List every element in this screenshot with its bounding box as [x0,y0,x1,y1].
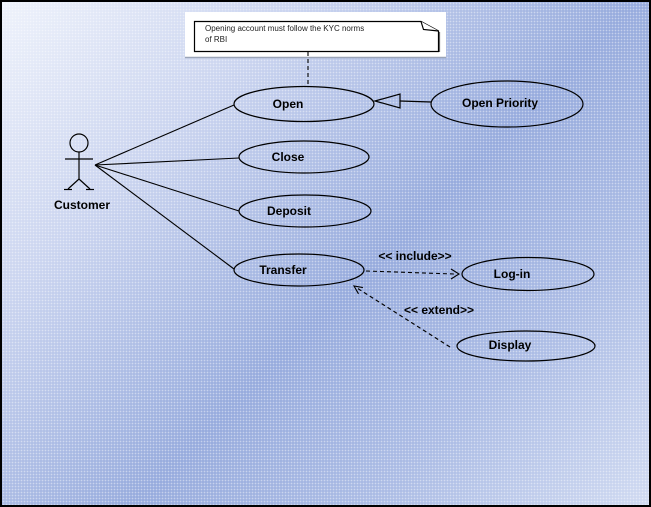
association-customer-open[interactable] [94,104,235,166]
note-fold-icon [420,21,439,32]
usecase-display-label: Display [488,338,532,352]
include-arrowhead-icon [450,268,461,280]
extend-arrowhead-icon [352,285,363,295]
extend-stereotype-label: << extend>> [403,303,475,317]
association-customer-transfer[interactable] [94,164,235,270]
usecase-open-priority-label: Open Priority [461,96,538,110]
usecase-deposit-ellipse[interactable] [238,194,372,228]
extend-dependency-line[interactable] [356,287,451,348]
include-dependency-line[interactable] [365,270,455,275]
generalization-triangle-icon [372,93,401,109]
note-text: Opening account must follow the KYC norm… [205,23,435,45]
generalization-open-priority-open[interactable] [399,100,432,103]
usecase-login-ellipse[interactable] [461,256,595,292]
actor-customer-label: Customer [53,198,110,212]
actor-head [69,133,89,153]
usecase-display-ellipse[interactable] [456,330,596,362]
usecase-open-label: Open [272,97,304,111]
note-shape[interactable] [193,20,440,53]
actor-right-leg [78,178,91,190]
usecase-close-ellipse[interactable] [238,140,370,174]
association-customer-close[interactable] [94,157,240,166]
association-customer-deposit[interactable] [94,164,240,212]
actor-customer-figure[interactable] [64,133,94,191]
usecase-open-priority-ellipse[interactable] [430,80,584,128]
include-stereotype-label: << include>> [378,249,452,263]
usecase-deposit-label: Deposit [266,204,311,218]
usecase-transfer-label: Transfer [259,263,307,277]
usecase-open-ellipse[interactable] [233,85,375,123]
usecase-transfer-ellipse[interactable] [233,253,365,287]
usecase-login-label: Log-in [493,267,531,281]
usecase-close-label: Close [271,150,305,164]
note-text-line1: Opening account must follow the KYC norm… [205,24,365,33]
note-text-line2: of RBI [205,35,228,44]
actor-left-leg [67,178,80,190]
